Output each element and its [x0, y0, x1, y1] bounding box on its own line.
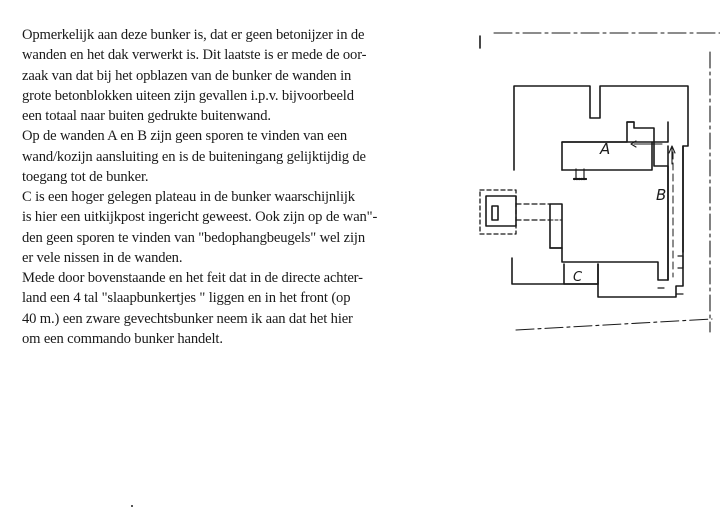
inner-room-wall — [549, 121, 669, 281]
text-line-11: den geen sporen te vinden van "bedophang… — [22, 229, 365, 246]
outer-boundary-bottom — [515, 318, 713, 331]
outer-boundary-top — [479, 32, 720, 49]
arrow-a — [630, 140, 663, 148]
bunker-floorplan: A B C — [472, 22, 720, 342]
label-b: B — [656, 186, 666, 204]
text-line-16: om een commando bunker handelt. — [22, 330, 223, 347]
plateau-c — [563, 263, 599, 285]
text-line-3: zaak van dat bij het opblazen van de bun… — [22, 67, 352, 84]
arrow-b — [668, 145, 676, 165]
text-line-15: 40 m.) een zware gevechtsbunker neem ik … — [22, 310, 353, 327]
text-line-4: grote betonblokken uiteen zijn gevallen … — [22, 87, 354, 104]
bunker-outer-wall — [511, 85, 689, 298]
text-line-9: C is een hoger gelegen plateau in de bun… — [22, 189, 355, 205]
left-entrance — [479, 189, 563, 249]
text-line-14: land een 4 tal "slaapbunkertjes " liggen… — [22, 290, 351, 307]
text-line-1: Opmerkelijk aan deze bunker is, dat er g… — [22, 27, 365, 43]
text-line-5: een totaal naar buiten gedrukte buitenwa… — [22, 108, 271, 124]
text-line-7: wand/kozijn aansluiting en is de buiteni… — [22, 148, 366, 165]
text-line-8: toegang tot de bunker. — [22, 168, 149, 185]
wall-a — [561, 121, 669, 181]
body-text: Opmerkelijk aan deze bunker is, dat er g… — [22, 25, 472, 349]
label-c: C — [573, 270, 583, 285]
text-line-6: Op de wanden A en B zijn geen sporen te … — [22, 128, 348, 145]
wall-b — [667, 145, 684, 281]
text-line-10: is hier een uitkijkpost ingericht gewees… — [22, 209, 378, 226]
scan-speck — [131, 505, 133, 507]
text-line-13: Mede door bovenstaande en het feit dat i… — [22, 270, 363, 286]
label-a: A — [599, 140, 610, 158]
text-line-2: wanden en het dak verwerkt is. Dit laats… — [22, 47, 367, 64]
text-line-12: er vele nissen in de wanden. — [22, 249, 183, 266]
